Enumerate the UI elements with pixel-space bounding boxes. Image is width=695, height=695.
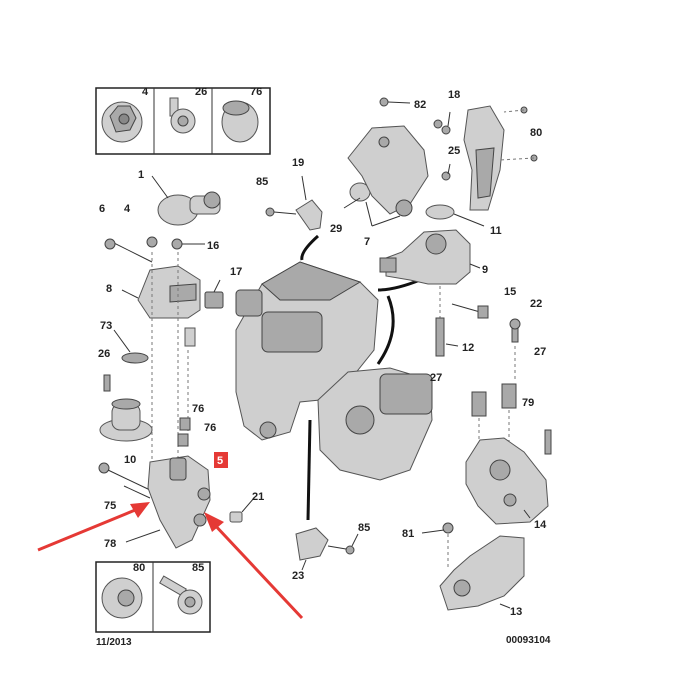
callout-17: 17 xyxy=(230,266,242,278)
upper-mid-parts xyxy=(265,97,538,357)
callout-29: 29 xyxy=(330,223,342,235)
lower-mount-bracket-part-icon xyxy=(147,455,211,549)
callout-79: 79 xyxy=(522,397,534,409)
callout-27a: 27 xyxy=(430,372,442,384)
callout-73: 73 xyxy=(100,320,112,332)
callout-75: 75 xyxy=(104,500,116,512)
gearbox-bracket-part-icon xyxy=(465,437,549,525)
callout-14: 14 xyxy=(534,519,547,531)
callout-25: 25 xyxy=(448,145,460,157)
callout-6: 6 xyxy=(99,203,105,215)
callout-80: 80 xyxy=(530,127,542,139)
callout-13: 13 xyxy=(510,606,522,618)
flange-bolt-part-icon xyxy=(159,575,203,615)
callout-11: 11 xyxy=(490,225,502,237)
bolt-part-icon xyxy=(169,97,196,134)
callout-78: 78 xyxy=(104,538,116,550)
callout-19: 19 xyxy=(292,157,304,169)
highlight-label: 5 xyxy=(217,455,223,467)
callout-85b: 85 xyxy=(358,522,370,534)
torque-rod-part-icon xyxy=(157,191,221,226)
callout-8: 8 xyxy=(106,283,112,295)
callout-26: 26 xyxy=(98,348,110,360)
right-bracket-assembly xyxy=(421,318,552,611)
footer-reference: 00093104 xyxy=(506,635,551,646)
callout-15: 15 xyxy=(504,286,516,298)
top-box-label-26: 26 xyxy=(195,86,207,98)
callout-10: 10 xyxy=(124,454,136,466)
callout-27b: 27 xyxy=(534,346,546,358)
lower-support-bracket-part-icon xyxy=(439,535,525,611)
callout-85a: 85 xyxy=(256,176,268,188)
engine-mount-part-icon xyxy=(99,398,153,442)
callout-12: 12 xyxy=(462,342,474,354)
guide-line xyxy=(376,295,395,365)
washer-nut-part-icon xyxy=(101,577,143,619)
callout-4: 4 xyxy=(124,203,131,215)
bottom-detail-box: 80 85 xyxy=(95,561,211,633)
callout-76a: 76 xyxy=(192,403,204,415)
upper-mount-part-icon xyxy=(379,229,471,285)
bottom-box-label-85: 85 xyxy=(192,562,204,574)
top-box-label-76: 76 xyxy=(250,86,262,98)
red-pointer-arrow-icon xyxy=(37,502,150,552)
callout-76b: 76 xyxy=(204,422,216,434)
guide-line xyxy=(377,278,421,292)
left-mount-assembly xyxy=(98,175,255,549)
nut-part-icon xyxy=(101,101,143,143)
callout-labels: 1 4 6 16 8 17 73 26 76 76 10 75 78 21 85… xyxy=(98,89,547,618)
callout-9: 9 xyxy=(482,264,488,276)
callout-7: 7 xyxy=(364,236,370,248)
bush-part-icon xyxy=(221,100,259,143)
guide-line xyxy=(306,419,312,521)
top-box-label-4: 4 xyxy=(142,86,149,98)
highlight-badge: 5 xyxy=(214,452,228,468)
footer-date: 11/2013 xyxy=(96,637,132,648)
callout-82: 82 xyxy=(414,99,426,111)
callout-1: 1 xyxy=(138,169,144,181)
engine-block-part-icon xyxy=(235,261,433,481)
callout-23: 23 xyxy=(292,570,304,582)
callout-18: 18 xyxy=(448,89,460,101)
bracket-part-icon xyxy=(137,265,201,347)
callout-16: 16 xyxy=(207,240,219,252)
top-detail-box: 4 26 76 xyxy=(95,86,271,155)
lower-mid-parts xyxy=(295,527,359,571)
guide-line xyxy=(300,234,319,261)
bottom-box-label-80: 80 xyxy=(133,562,145,574)
callout-22: 22 xyxy=(530,298,542,310)
callout-21: 21 xyxy=(252,491,264,503)
callout-81: 81 xyxy=(402,528,414,540)
red-pointer-arrow-icon xyxy=(204,512,304,620)
